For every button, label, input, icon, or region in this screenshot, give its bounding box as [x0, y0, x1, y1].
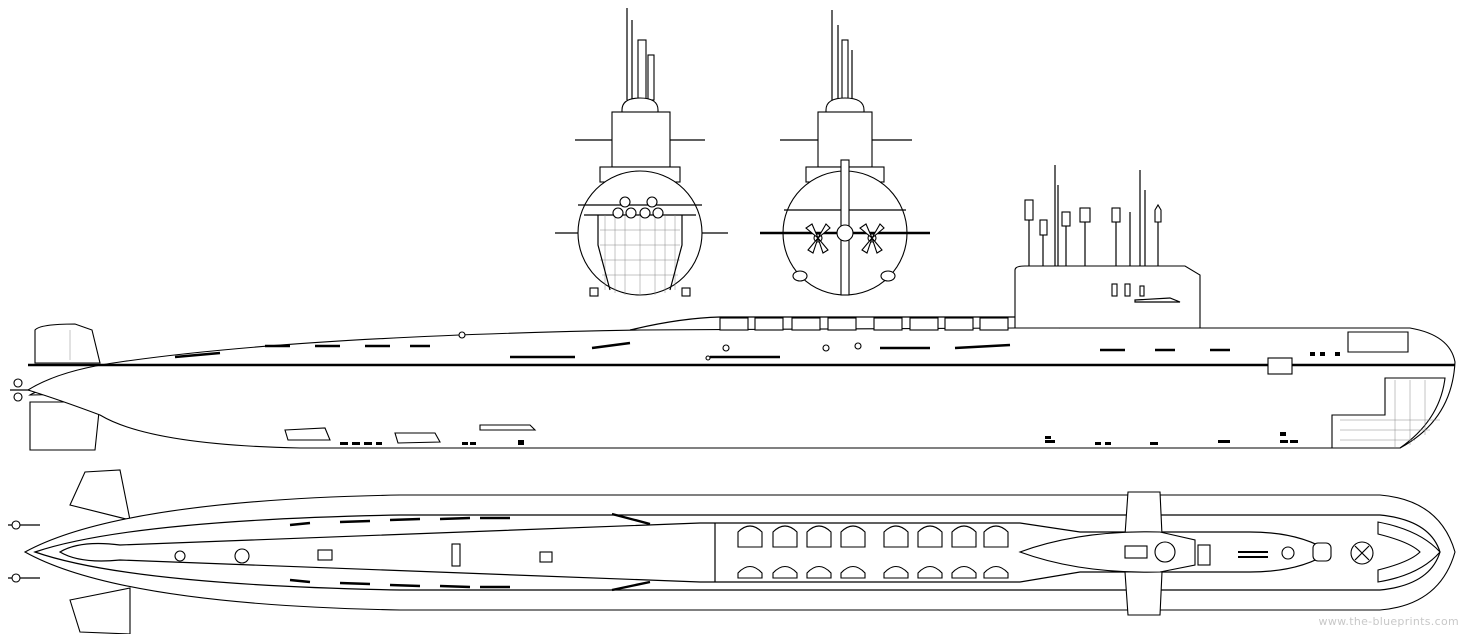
front-view	[555, 8, 728, 297]
hull	[26, 327, 1456, 449]
upper-rudder	[34, 323, 101, 364]
top-view	[8, 469, 1456, 634]
hull-plan	[23, 494, 1456, 611]
missile-silos-plan	[737, 525, 1009, 579]
watermark: www.the-blueprints.com	[1318, 615, 1459, 628]
sail-plane-lower	[1124, 571, 1163, 616]
deck-markings-plan	[289, 512, 651, 592]
sail	[1014, 265, 1201, 329]
missile-hatches	[719, 317, 1009, 331]
deck-markings	[174, 341, 1340, 445]
stern-plane-upper	[69, 469, 131, 521]
propeller-left	[805, 223, 831, 254]
side-view	[10, 165, 1456, 451]
torpedo-tubes	[612, 196, 664, 219]
propeller-right	[859, 223, 885, 254]
sail-plane-upper	[1124, 491, 1163, 536]
masts	[1024, 165, 1162, 266]
stern-plane-lower	[69, 587, 131, 634]
rear-view	[760, 10, 930, 296]
